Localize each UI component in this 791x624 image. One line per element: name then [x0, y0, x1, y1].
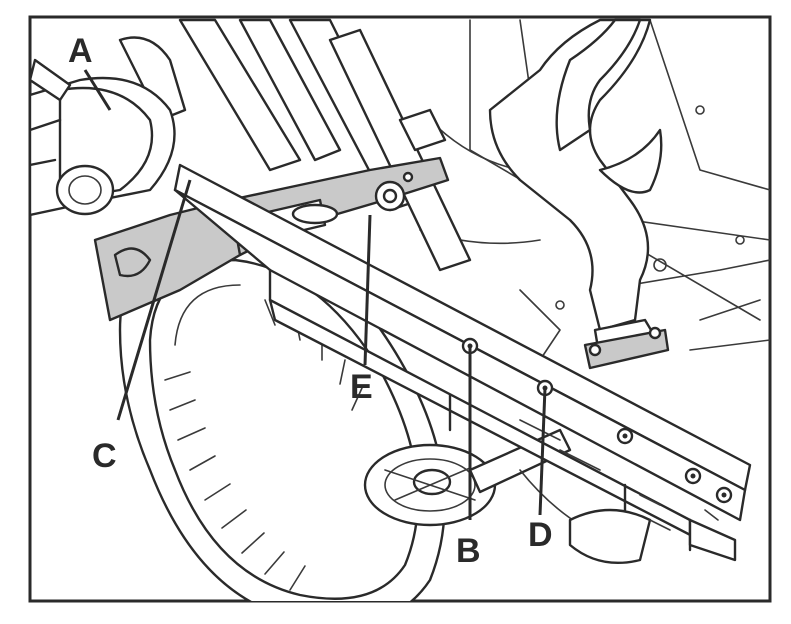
- callout-d: D: [528, 516, 553, 554]
- left-hub: [30, 58, 176, 217]
- suspension-arms: [118, 18, 472, 272]
- callout-c: C: [92, 437, 117, 475]
- callout-b: B: [456, 532, 481, 570]
- exhaust-downpipe: [488, 18, 670, 370]
- callout-a: A: [68, 32, 93, 70]
- leader-lines: [83, 69, 547, 520]
- skid-rail: [173, 163, 752, 562]
- callout-e: E: [350, 368, 373, 406]
